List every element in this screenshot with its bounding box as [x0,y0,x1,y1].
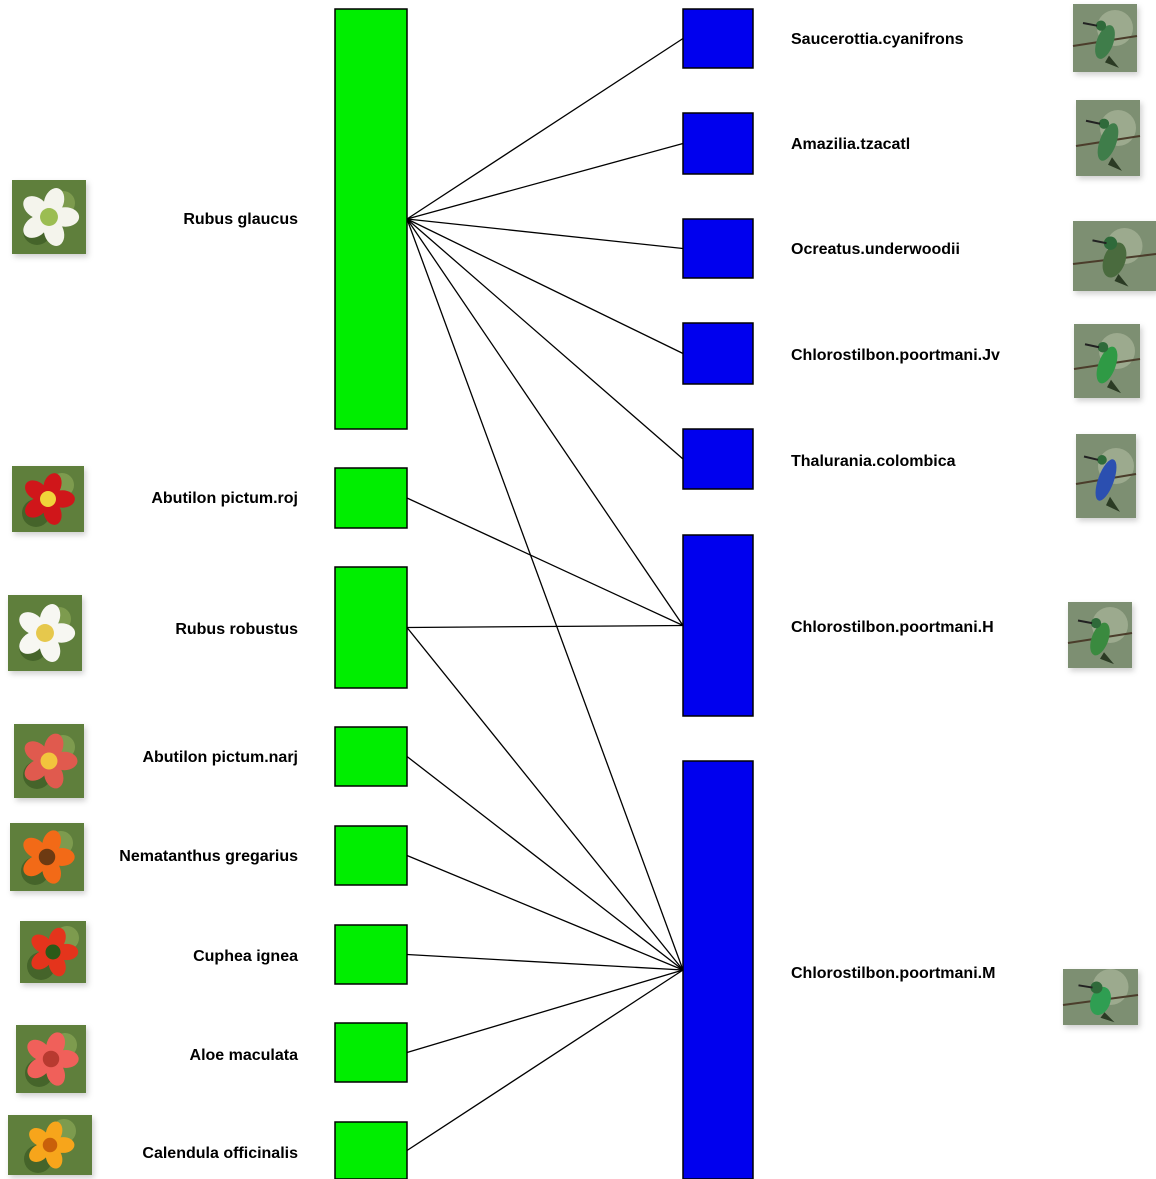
plant-node-1: Rubus glaucus [12,8,408,430]
flower-photo-icon [8,595,84,674]
hummingbird-photo-icon [1067,602,1134,671]
plant-node-2: Abutilon pictum.roj [12,466,408,535]
interaction-link-p8-b7 [406,969,684,1152]
plant-box [334,566,408,689]
plant-label: Abutilon pictum.roj [151,490,298,507]
bird-node-1: Saucerottia.cyanifrons [682,4,1139,75]
interaction-link-p3-b7 [406,627,684,971]
flower-photo-icon [12,180,88,257]
interaction-link-p1-b7 [406,218,684,971]
bird-node-4: Chlorostilbon.poortmani.Jv [682,322,1142,401]
bird-nodes: Saucerottia.cyanifronsAmazilia.tzacatlOc… [682,4,1156,1179]
hummingbird-photo-icon [1075,100,1142,179]
plant-node-3: Rubus robustus [8,566,408,689]
flower-photo-icon [16,1025,88,1096]
interaction-link-p1-b4 [406,218,684,355]
bird-node-6: Chlorostilbon.poortmani.H [682,534,1134,717]
interaction-link-p5-b7 [406,854,684,971]
bird-label: Saucerottia.cyanifrons [791,31,964,48]
bird-node-2: Amazilia.tzacatl [682,100,1142,179]
interaction-link-p1-b1 [406,37,684,220]
plant-node-6: Cuphea ignea [20,921,408,986]
plant-label: Rubus glaucus [183,211,298,228]
bird-node-5: Thalurania.colombica [682,428,1138,521]
bird-box [682,8,754,69]
interaction-link-p1-b3 [406,218,684,250]
interaction-link-p6-b7 [406,953,684,971]
bird-label: Chlorostilbon.poortmani.H [791,619,994,636]
bird-box [682,322,754,385]
hummingbird-photo-icon [1075,434,1138,521]
plant-label: Cuphea ignea [193,948,298,965]
flower-photo-icon [8,1115,94,1178]
bird-box [682,218,754,279]
plant-label: Abutilon pictum.narj [142,749,298,766]
plant-box [334,726,408,787]
bird-node-3: Ocreatus.underwoodii [682,218,1156,294]
bird-label: Thalurania.colombica [791,453,956,470]
interaction-links [406,37,684,1152]
plant-label: Calendula officinalis [142,1145,298,1162]
plant-box [334,8,408,430]
flower-photo-icon [10,823,86,894]
plant-label: Rubus robustus [175,621,298,638]
hummingbird-photo-icon [1073,324,1142,401]
bird-label: Ocreatus.underwoodii [791,241,960,258]
interaction-link-p4-b7 [406,755,684,971]
interaction-link-p2-b6 [406,497,684,627]
plant-box [334,1022,408,1083]
plant-box [334,924,408,985]
plant-node-7: Aloe maculata [16,1022,408,1096]
interaction-link-p7-b7 [406,969,684,1054]
plant-label: Nematanthus gregarius [119,848,298,865]
flower-photo-icon [20,921,88,986]
bird-label: Chlorostilbon.poortmani.M [791,965,995,982]
interaction-link-p1-b2 [406,142,684,220]
hummingbird-photo-icon [1062,969,1140,1028]
plant-node-4: Abutilon pictum.narj [14,724,408,801]
plant-label: Aloe maculata [190,1047,299,1064]
bird-label: Chlorostilbon.poortmani.Jv [791,347,1000,364]
plant-box [334,1121,408,1179]
interaction-link-p3-b6 [406,624,684,629]
flower-photo-icon [14,724,86,801]
bird-node-7: Chlorostilbon.poortmani.M [682,760,1140,1179]
bird-box [682,112,754,175]
plant-node-8: Calendula officinalis [8,1115,408,1179]
bird-box [682,534,754,717]
hummingbird-photo-icon [1072,221,1156,294]
bird-box [682,760,754,1179]
hummingbird-photo-icon [1072,4,1139,75]
interaction-link-p1-b5 [406,218,684,460]
interaction-link-p1-b6 [406,218,684,626]
plant-box [334,825,408,886]
plant-box [334,467,408,529]
flower-photo-icon [12,466,86,535]
bird-label: Amazilia.tzacatl [791,136,910,153]
bird-box [682,428,754,490]
plant-node-5: Nematanthus gregarius [10,823,408,894]
